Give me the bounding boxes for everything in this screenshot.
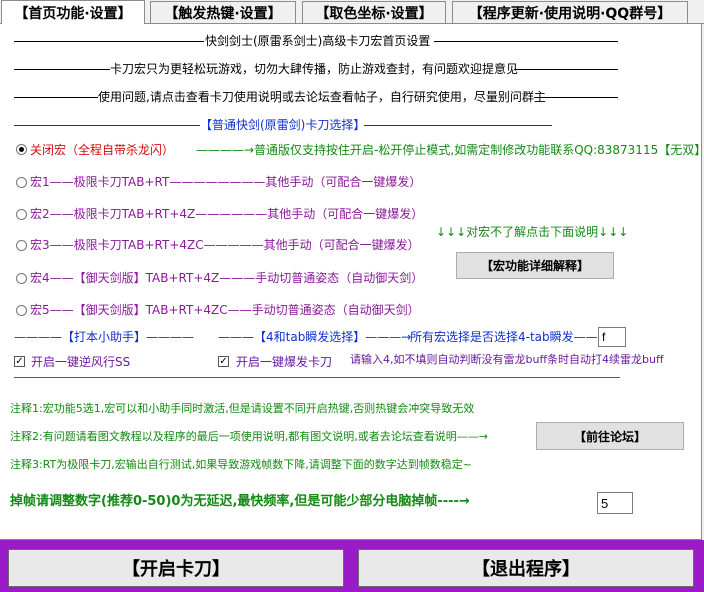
exit-button[interactable]: 【退出程序】: [358, 549, 694, 587]
divider: [14, 377, 620, 378]
checkbox-wind-label: 开启一键逆风行SS: [31, 355, 131, 369]
note-3: 注释3:RT为极限卡刀,宏输出自行测试,如果导致游戏帧数下降,请调整下面的数字达…: [10, 458, 472, 471]
checkbox-burst-label: 开启一键爆发卡刀: [236, 355, 333, 369]
all-macro-burst-label: 所有宏选择是否选择4-tab瞬发——→: [410, 330, 608, 344]
checkbox-burst[interactable]: ✓: [218, 356, 229, 367]
macro-label: 关闭宏（全程自带杀龙闪）: [30, 143, 175, 157]
tab-color-coords-settings[interactable]: 【取色坐标·设置】: [302, 1, 446, 23]
macro-label: 宏3——极限卡刀TAB+RT+4ZC—————其他手动（可配合一键爆发）: [30, 238, 420, 252]
section-title: 【普通快剑(原雷剑)卡刀选择】: [200, 118, 366, 132]
radio-macro-1[interactable]: [16, 177, 27, 188]
radio-off[interactable]: [16, 144, 27, 155]
header-usage: 使用问题,请点击查看卡刀使用说明或去论坛查看帖子，自行研究使用，尽量别问群主: [98, 90, 546, 104]
tab-home-settings[interactable]: 【首页功能·设置】: [1, 0, 145, 24]
arrows-hint: ↓↓↓对宏不了解点击下面说明↓↓↓: [436, 225, 629, 239]
start-button[interactable]: 【开启卡刀】: [8, 549, 344, 587]
divider: [14, 41, 204, 42]
header-notice: 卡刀宏只为更轻松玩游戏，切勿大肆传播，防止游戏查封，有问题欢迎提意见: [110, 62, 519, 76]
macro-label: 宏4——【御天剑版】TAB+RT+4Z———手动切普通姿态（自动御天剑）: [30, 271, 424, 285]
tab-update-help-qq[interactable]: 【程序更新·使用说明·QQ群号】: [452, 1, 688, 23]
macro-detail-button[interactable]: 【宏功能详细解释】: [456, 252, 614, 279]
normal-version-note: ————→普通版仅支持按住开启-松开停止模式,如需定制修改功能联系QQ:8387…: [196, 143, 704, 157]
fps-label: 掉帧请调整数字(推荐0-50)0为无延迟,最快频率,但是可能少部分电脑掉帧---…: [10, 494, 470, 509]
macro-label: 宏5——【御天剑版】TAB+RT+4ZC——手动切普通姿态（自动御天剑）: [30, 303, 420, 317]
checkbox-wind[interactable]: ✓: [14, 356, 25, 367]
tab-strip-border: [0, 23, 704, 24]
divider: [364, 125, 552, 126]
note-1: 注释1:宏功能5选1,宏可以和小助手同时激活,但是请设置不同开启热键,否则热键会…: [10, 402, 475, 415]
macro-label: 宏2——极限卡刀TAB+RT+4Z——————其他手动（可配合一键爆发）: [30, 207, 424, 221]
input-hint: 请输入4,如不填则自动判断没有雷龙buff条时自动打4续雷龙buff: [350, 353, 664, 366]
home-settings-panel: [0, 24, 702, 540]
tab-burst-label: ———【4和tab瞬发选择】———→: [218, 330, 412, 344]
macro-label: 宏1——极限卡刀TAB+RT————————其他手动（可配合一键爆发）: [30, 175, 422, 189]
forum-button[interactable]: 【前往论坛】: [536, 422, 684, 450]
header-title: 快剑剑士(原雷系剑士)高级卡刀宏首页设置: [205, 34, 431, 48]
divider: [514, 69, 618, 70]
note-2: 注释2:有问题请看图文教程以及程序的最后一项使用说明,都有图文说明,或者去论坛查…: [10, 430, 488, 443]
radio-macro-2[interactable]: [16, 209, 27, 220]
radio-macro-3[interactable]: [16, 240, 27, 251]
helper-label: ————【打本小助手】————: [14, 330, 195, 344]
tab-burst-key-input[interactable]: [598, 327, 626, 347]
divider: [534, 97, 618, 98]
radio-macro-5[interactable]: [16, 305, 27, 316]
divider: [14, 125, 200, 126]
divider: [14, 97, 98, 98]
radio-macro-4[interactable]: [16, 273, 27, 284]
divider: [434, 41, 618, 42]
divider: [14, 69, 110, 70]
fps-delay-input[interactable]: [597, 492, 633, 514]
tab-hotkey-settings[interactable]: 【触发热键·设置】: [150, 1, 296, 23]
